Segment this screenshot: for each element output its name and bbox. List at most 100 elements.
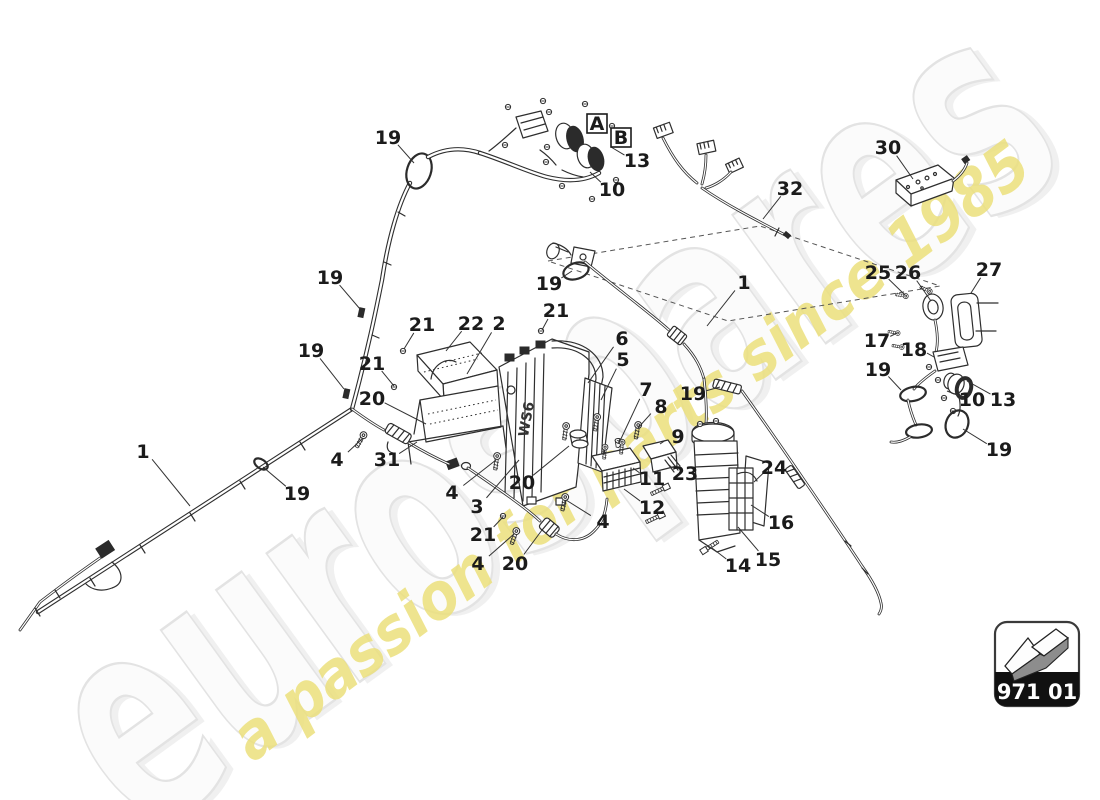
leader-4 bbox=[488, 533, 515, 557]
callout-8: 8 bbox=[654, 396, 667, 418]
leader-16 bbox=[750, 504, 770, 517]
callout-4: 4 bbox=[471, 553, 484, 575]
frame-label-B: B bbox=[614, 127, 628, 149]
leader-23 bbox=[668, 464, 673, 469]
callout-4: 4 bbox=[596, 511, 609, 533]
callout-20: 20 bbox=[359, 388, 385, 410]
part-group-tile[interactable]: 971 01 bbox=[993, 620, 1081, 708]
leader-18 bbox=[926, 352, 935, 358]
callout-19: 19 bbox=[317, 267, 343, 289]
harness-32 bbox=[652, 121, 792, 240]
grommet-loop-19 bbox=[405, 152, 433, 190]
callout-13: 13 bbox=[624, 150, 650, 172]
cable-sleeve bbox=[785, 465, 805, 489]
leader-7 bbox=[618, 398, 641, 444]
callout-14: 14 bbox=[725, 555, 751, 577]
grommet-loop-19 bbox=[944, 409, 970, 439]
callout-31: 31 bbox=[374, 449, 400, 471]
braided-sleeve-31 bbox=[384, 422, 412, 445]
leader-19 bbox=[262, 466, 287, 487]
leader-21 bbox=[493, 516, 504, 528]
callout-21: 21 bbox=[543, 300, 569, 322]
leader-20 bbox=[523, 529, 543, 555]
callout-20: 20 bbox=[502, 553, 528, 575]
leader-4 bbox=[565, 499, 592, 516]
battery-terminal bbox=[445, 457, 460, 471]
leader-10 bbox=[589, 171, 602, 183]
frame-label-A: A bbox=[590, 113, 605, 135]
center-sensor-cable bbox=[546, 242, 708, 426]
callout-20: 20 bbox=[509, 472, 535, 494]
leader-13 bbox=[966, 380, 991, 395]
battery bbox=[407, 341, 507, 471]
leader-13 bbox=[610, 146, 625, 156]
leader-1 bbox=[706, 290, 736, 327]
frame-box-B bbox=[610, 127, 632, 148]
leader-19 bbox=[962, 428, 988, 445]
bracket-27 bbox=[950, 292, 983, 349]
leader-19 bbox=[319, 358, 345, 390]
callout-15: 15 bbox=[755, 549, 781, 571]
leader-17 bbox=[889, 332, 898, 337]
leader-19 bbox=[561, 270, 573, 279]
callout-26: 26 bbox=[895, 262, 921, 284]
callout-13: 13 bbox=[990, 389, 1016, 411]
logo-badge bbox=[506, 385, 516, 395]
harness-ring-19 bbox=[253, 457, 269, 471]
callout-32: 32 bbox=[777, 178, 803, 200]
callout-25: 25 bbox=[865, 262, 891, 284]
leader-6 bbox=[587, 346, 614, 384]
leader-9 bbox=[659, 440, 666, 445]
leader-25 bbox=[888, 278, 906, 296]
vertical-harness bbox=[342, 147, 602, 412]
callout-21: 21 bbox=[470, 524, 496, 546]
callout-22: 22 bbox=[458, 313, 484, 335]
grommet-loop-19 bbox=[899, 385, 927, 403]
callout-17: 17 bbox=[864, 330, 890, 352]
harness-clip bbox=[357, 307, 366, 319]
leader-19 bbox=[397, 144, 415, 164]
callout-10: 10 bbox=[599, 179, 625, 201]
leader-26 bbox=[916, 280, 932, 302]
leader-21 bbox=[541, 318, 549, 331]
callout-16: 16 bbox=[768, 512, 794, 534]
grommet-loop-19 bbox=[562, 261, 590, 281]
leader-19 bbox=[706, 386, 721, 392]
long-cable-right bbox=[712, 378, 883, 616]
leader-24 bbox=[753, 473, 764, 483]
ecu-marking: WS6 bbox=[516, 401, 538, 439]
relay-cluster bbox=[591, 438, 681, 526]
leader-14 bbox=[711, 547, 727, 560]
callout-2: 2 bbox=[492, 313, 505, 335]
rubber-boot bbox=[666, 325, 688, 346]
leader-15 bbox=[737, 526, 759, 552]
leader-22 bbox=[445, 330, 463, 352]
abs-pump bbox=[691, 417, 770, 556]
leader-21 bbox=[381, 370, 395, 387]
callout-19: 19 bbox=[298, 340, 324, 362]
callout-6: 6 bbox=[615, 328, 628, 350]
callout-7: 7 bbox=[639, 379, 652, 401]
callout-21: 21 bbox=[359, 353, 385, 375]
callout-5: 5 bbox=[616, 349, 629, 371]
leader-20 bbox=[532, 445, 570, 476]
leader-10 bbox=[946, 390, 959, 397]
part-group-code: 971 01 bbox=[997, 680, 1077, 704]
connector-assembly-top bbox=[488, 97, 620, 203]
callout-19: 19 bbox=[986, 439, 1012, 461]
callout-27: 27 bbox=[976, 259, 1002, 281]
leader-20 bbox=[384, 402, 427, 425]
callout-18: 18 bbox=[901, 339, 927, 361]
callout-10: 10 bbox=[959, 389, 985, 411]
callout-3: 3 bbox=[470, 496, 483, 518]
leader-4 bbox=[463, 459, 497, 486]
callout-12: 12 bbox=[639, 497, 665, 519]
leader-1 bbox=[151, 459, 191, 507]
leader-19 bbox=[887, 376, 902, 391]
callout-1: 1 bbox=[737, 272, 750, 294]
callout-19: 19 bbox=[375, 127, 401, 149]
leader-32 bbox=[762, 195, 782, 220]
leader-8 bbox=[637, 413, 652, 429]
